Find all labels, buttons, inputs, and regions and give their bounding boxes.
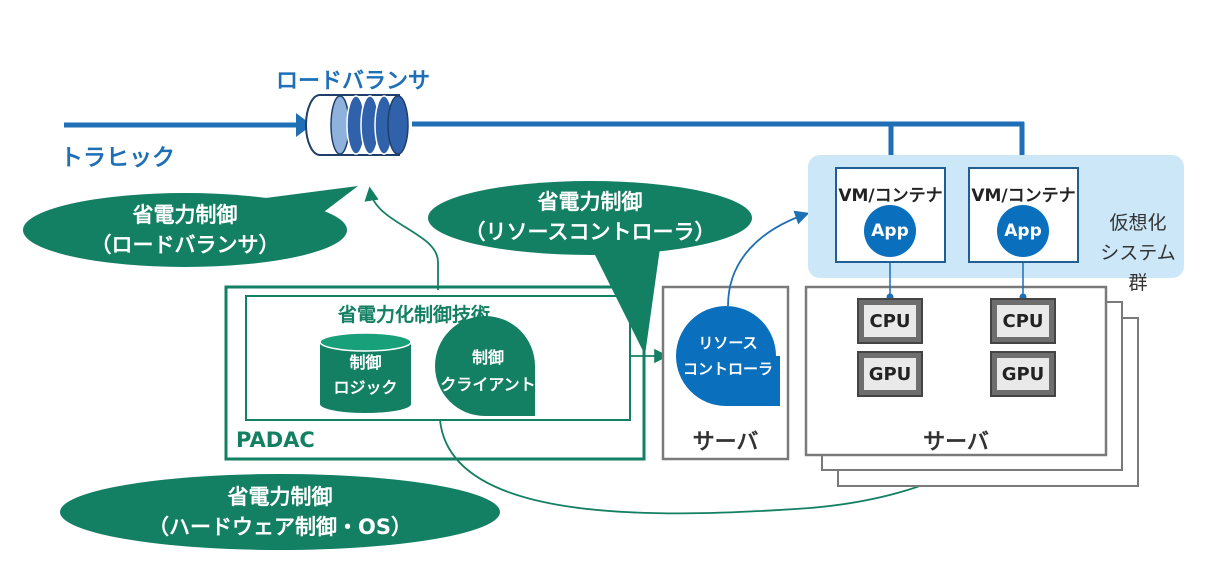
cpu-chip-2-label: CPU [997, 305, 1049, 337]
load-balancer-icon [305, 94, 409, 156]
vm-box-2: VM/コンテナ App [968, 167, 1079, 263]
padac-box [224, 285, 646, 461]
callout-hardware-line2: （ハードウェア制御・OS） [148, 515, 412, 539]
gpu-chip-2: GPU [990, 351, 1056, 397]
callout-hardware: 省電力制御 （ハードウェア制御・OS） [80, 482, 480, 542]
vm-title-2: VM/コンテナ [971, 186, 1076, 206]
app-icon-1: App [864, 205, 916, 257]
resource-controller-icon [676, 306, 780, 406]
callout-load-balancer-line1: 省電力制御 [132, 203, 238, 227]
callout-resource-line2: （リソースコントローラ） [464, 220, 716, 244]
callout-resource: 省電力制御 （リソースコントローラ） [440, 187, 740, 247]
control-client-icon [435, 316, 535, 416]
gpu-chip-2-label: GPU [997, 358, 1049, 390]
gpu-chip-1: GPU [857, 351, 923, 397]
callout-hardware-line1: 省電力制御 [227, 485, 333, 509]
tech-title: 省電力化制御技術 [338, 304, 491, 326]
app-icon-2: App [997, 205, 1049, 257]
main-server-box [804, 285, 1108, 457]
callout-load-balancer-line2: （ロードバランサ） [90, 233, 280, 257]
load-balancer-label: ロードバランサ [276, 69, 431, 94]
control-logic-line2: ロジック [333, 378, 398, 397]
cpu-chip-1: CPU [857, 298, 923, 344]
control-logic-text: 制御 ロジック [320, 350, 411, 400]
resource-controller-line2: コントローラ [682, 360, 773, 378]
padac-label: PADAC [236, 428, 315, 452]
callout-resource-line1: 省電力制御 [537, 190, 643, 214]
tech-box [245, 295, 631, 421]
control-client-line1: 制御 [471, 348, 504, 367]
virtualization-label: 仮想化 システム群 [1092, 208, 1184, 298]
cpu-chip-1-label: CPU [864, 305, 916, 337]
callout-load-balancer: 省電力制御 （ロードバランサ） [40, 200, 330, 260]
traffic-label: トラヒック [60, 145, 175, 171]
control-logic-icon [319, 332, 412, 413]
resource-controller-line1: リソース [698, 334, 758, 352]
resource-server-label: サーバ [692, 430, 759, 455]
virtualization-label-line2: システム群 [1100, 242, 1176, 294]
virtualization-label-line1: 仮想化 [1109, 212, 1167, 234]
callout-hardware-bubble [60, 474, 500, 550]
gpu-chip-1-label: GPU [864, 358, 916, 390]
control-client-text: 制御 クライアント [438, 344, 538, 398]
callout-load-balancer-bubble [23, 186, 358, 267]
resource-controller-text: リソース コントローラ [676, 330, 780, 382]
control-client-line2: クライアント [440, 375, 536, 394]
vm-title-1: VM/コンテナ [838, 186, 943, 206]
main-server-label: サーバ [923, 430, 989, 455]
vm-box-1: VM/コンテナ App [835, 167, 946, 263]
control-logic-line1: 制御 [349, 353, 382, 372]
cpu-chip-2: CPU [990, 298, 1056, 344]
